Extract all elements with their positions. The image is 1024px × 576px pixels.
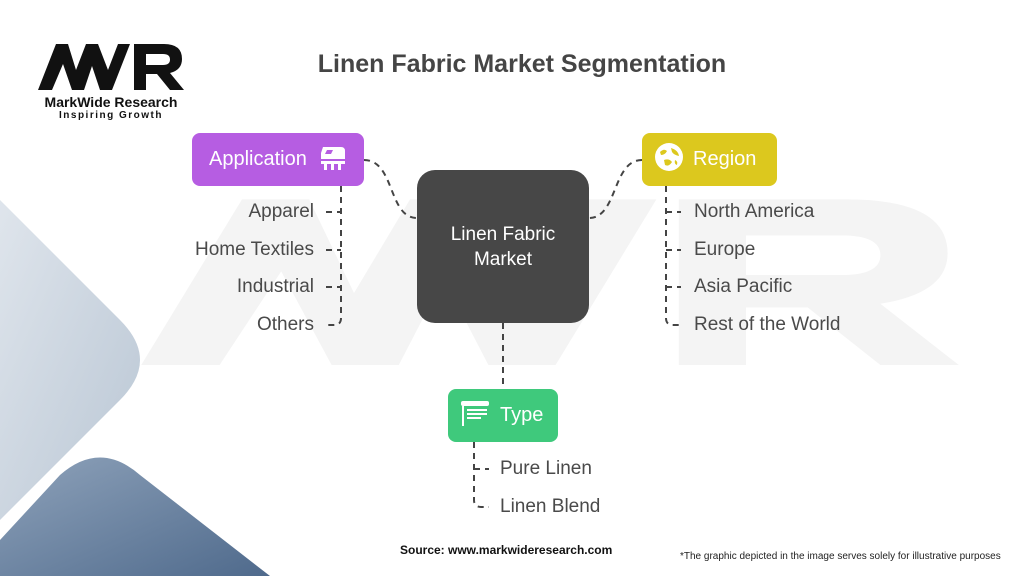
center-line1: Linen Fabric (450, 223, 556, 245)
region-item: Asia Pacific (694, 276, 793, 297)
logo-name: MarkWide Research (44, 94, 178, 110)
disclaimer-text: *The graphic depicted in the image serve… (680, 551, 1001, 562)
application-item: Home Textiles (195, 239, 314, 260)
watermark-logo-shape (141, 199, 959, 365)
region-label: Region (693, 148, 757, 170)
segment-type: Type (448, 389, 558, 442)
logo-tagline: Inspiring Growth (59, 110, 163, 121)
logo-mark-icon (38, 44, 184, 90)
type-label: Type (500, 404, 544, 426)
region-item: Europe (694, 239, 756, 260)
application-item: Industrial (236, 276, 314, 297)
application-item: Apparel (248, 201, 315, 222)
application-label: Application (209, 148, 307, 170)
center-line2: Market (473, 248, 533, 270)
connectors (326, 159, 681, 508)
machine-icon (319, 143, 349, 177)
bg-shape-dark (0, 457, 270, 576)
region-item: North America (694, 201, 815, 222)
type-item: Pure Linen (500, 458, 592, 479)
fabric-roll-icon (459, 398, 491, 434)
source-text: Source: www.markwideresearch.com (400, 543, 613, 557)
application-item: Others (256, 314, 314, 335)
region-item: Rest of the World (694, 314, 841, 335)
type-item: Linen Blend (500, 496, 601, 517)
bg-shape-light (0, 200, 140, 520)
globe-icon (654, 142, 684, 178)
segment-region: Region (642, 133, 777, 186)
page-title: Linen Fabric Market Segmentation (317, 50, 727, 78)
logo: MarkWide Research Inspiring Growth (36, 40, 186, 121)
segment-application: Application (192, 133, 364, 186)
